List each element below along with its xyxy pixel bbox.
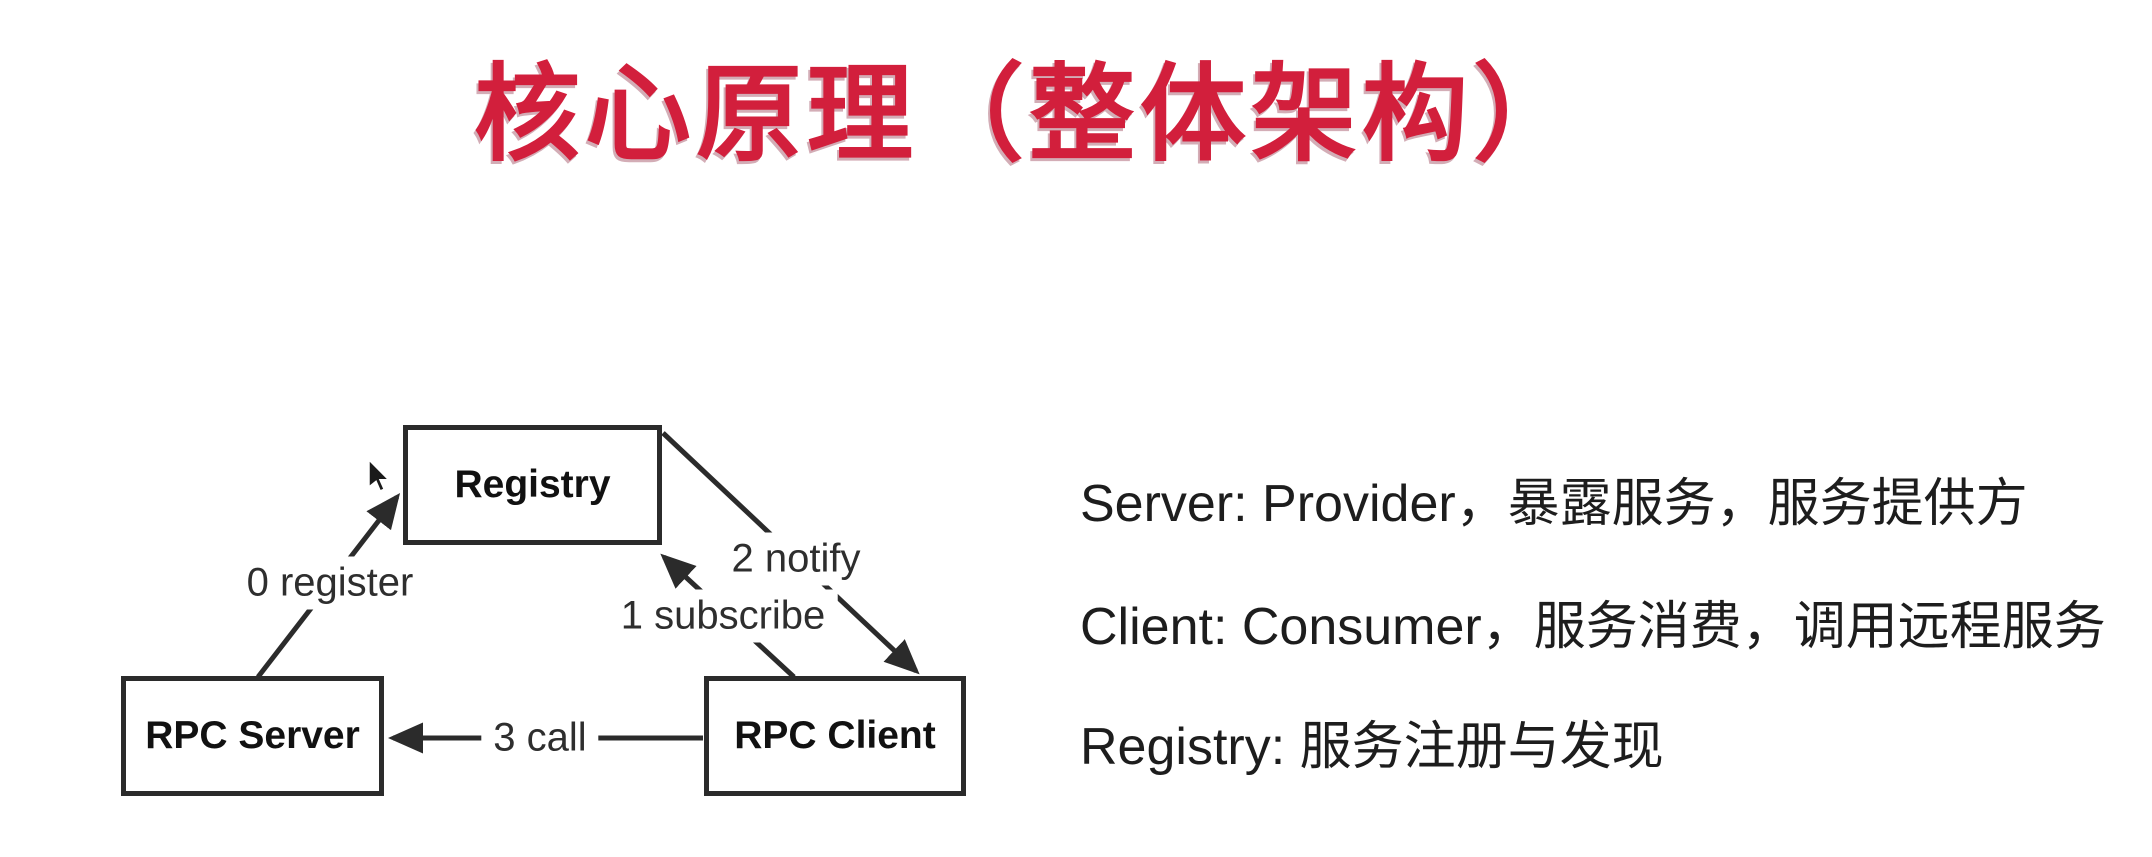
- subscribe-edge-label: 1 subscribe: [608, 589, 838, 643]
- call-edge-label: 3 call: [481, 711, 599, 765]
- rpc-server-label: RPC Server: [145, 714, 360, 757]
- mouse-cursor-icon: [368, 459, 390, 492]
- note-server: Server: Provider，暴露服务，服务提供方: [1080, 475, 2028, 533]
- rpc-client-node: RPC Client: [704, 676, 966, 796]
- rpc-client-label: RPC Client: [734, 714, 936, 757]
- registry-label: Registry: [454, 463, 611, 506]
- registry-node: Registry: [403, 425, 662, 545]
- register-edge-label: 0 register: [234, 556, 426, 610]
- note-client: Client: Consumer，服务消费，调用远程服务: [1080, 598, 2106, 656]
- rpc-server-node: RPC Server: [121, 676, 384, 796]
- slide-title: 核心原理（整体架构）: [474, 56, 1584, 174]
- note-registry: Registry: 服务注册与发现: [1080, 718, 1664, 776]
- notify-edge-label: 2 notify: [719, 532, 873, 586]
